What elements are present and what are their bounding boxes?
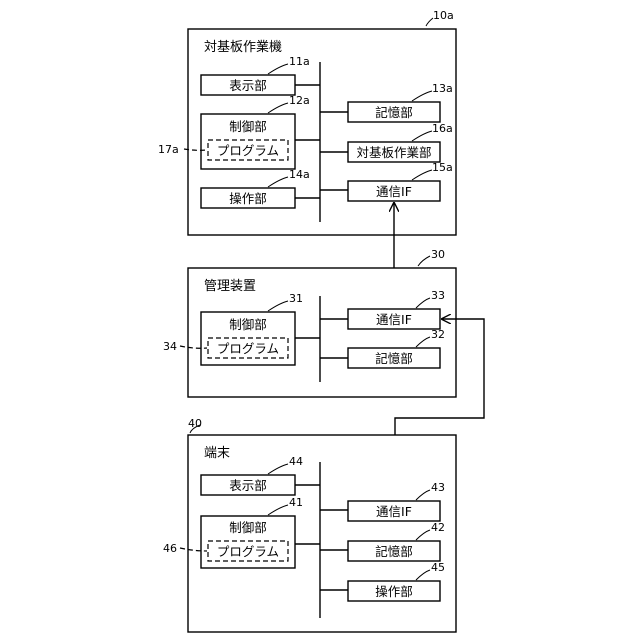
terminal-ref: 40 [188, 417, 202, 430]
machine-block: 対基板作業機 10a 表示部 11a 制御部 12a プログラム 17a 操作部… [158, 9, 456, 235]
terminal-storage-label: 記憶部 [375, 544, 413, 559]
machine-comm-label: 通信IF [376, 184, 412, 199]
manager-comm-ref: 33 [431, 289, 445, 302]
machine-comm-ref: 15a [432, 161, 453, 174]
machine-display-ref: 11a [289, 55, 310, 68]
machine-control-ref: 12a [289, 94, 310, 107]
machine-ref: 10a [433, 9, 454, 22]
manager-control-label: 制御部 [229, 317, 267, 332]
manager-title: 管理装置 [204, 279, 256, 294]
machine-storage-label: 記憶部 [375, 105, 413, 120]
terminal-display-ref: 44 [289, 455, 303, 468]
terminal-control-label: 制御部 [229, 520, 267, 535]
terminal-program-ref: 46 [163, 542, 177, 555]
terminal-comm-label: 通信IF [376, 504, 412, 519]
manager-storage-label: 記憶部 [375, 351, 413, 366]
machine-title: 対基板作業機 [204, 39, 282, 55]
manager-control-ref: 31 [289, 292, 303, 305]
machine-display-label: 表示部 [229, 78, 267, 93]
manager-comm-label: 通信IF [376, 312, 412, 327]
machine-operation-label: 操作部 [229, 191, 267, 206]
terminal-title: 端末 [204, 446, 230, 461]
terminal-operation-label: 操作部 [375, 584, 413, 599]
machine-program-ref: 17a [158, 143, 179, 156]
machine-work-ref: 16a [432, 122, 453, 135]
machine-operation-ref: 14a [289, 168, 310, 181]
manager-storage-ref: 32 [431, 328, 445, 341]
machine-storage-ref: 13a [432, 82, 453, 95]
manager-program-ref: 34 [163, 340, 177, 353]
machine-control-label: 制御部 [229, 119, 267, 134]
manager-block: 管理装置 30 制御部 31 プログラム 34 通信IF 33 記憶部 32 [163, 248, 456, 397]
manager-ref: 30 [431, 248, 445, 261]
terminal-comm-ref: 43 [431, 481, 445, 494]
terminal-storage-ref: 42 [431, 521, 445, 534]
terminal-display-label: 表示部 [229, 478, 267, 493]
manager-program-label: プログラム [217, 341, 279, 356]
terminal-operation-ref: 45 [431, 561, 445, 574]
machine-ref-leader [426, 18, 433, 26]
machine-work-label: 対基板作業部 [356, 145, 431, 160]
terminal-control-ref: 41 [289, 496, 303, 509]
terminal-program-label: プログラム [217, 544, 279, 559]
terminal-block: 端末 40 表示部 44 制御部 41 プログラム 46 通信IF 43 記憶部… [163, 417, 456, 632]
manager-ref-leader [418, 256, 430, 266]
machine-program-label: プログラム [217, 143, 279, 158]
